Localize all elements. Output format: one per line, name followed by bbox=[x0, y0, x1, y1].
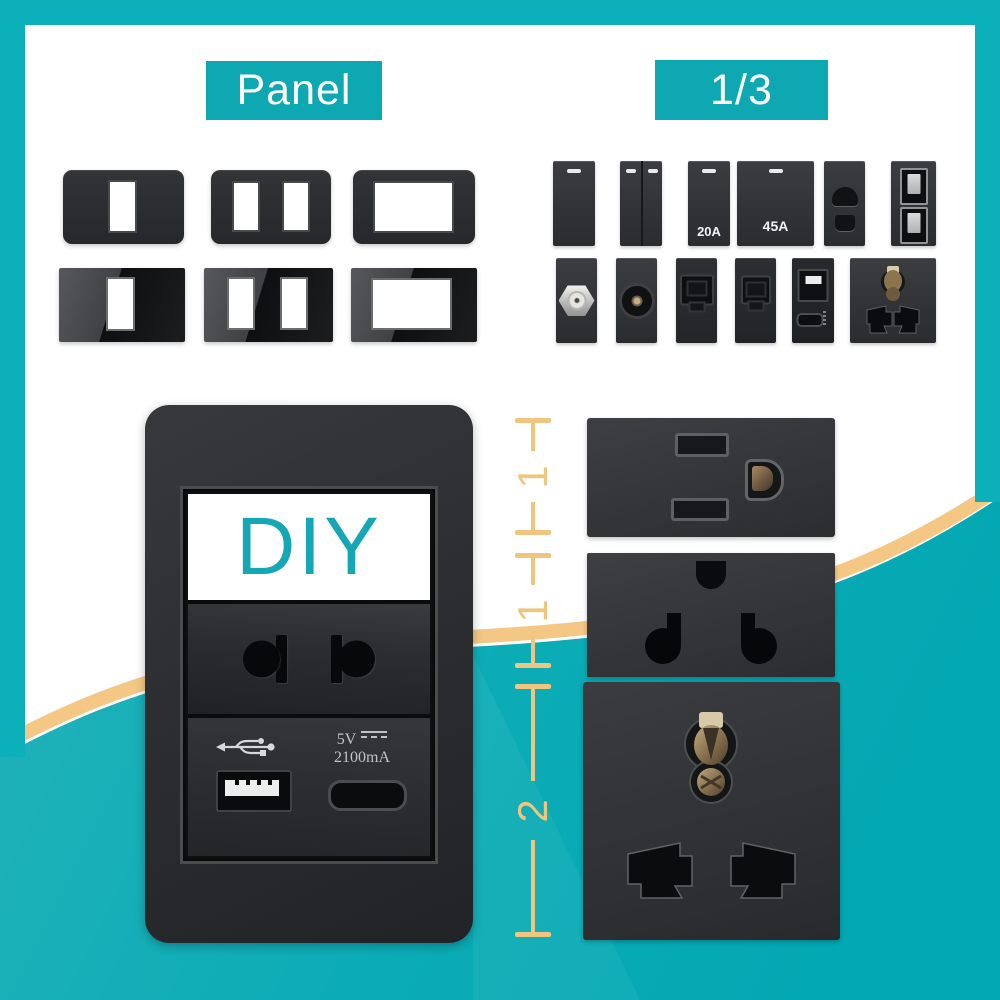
diy-title: DIY bbox=[236, 501, 382, 592]
ruler-line bbox=[531, 502, 535, 530]
usb-c-port bbox=[796, 313, 824, 327]
switch-indicator bbox=[625, 169, 636, 173]
usb-a-port bbox=[797, 269, 829, 302]
panel-opening bbox=[108, 180, 137, 233]
usb-current: 2100mA bbox=[334, 749, 390, 767]
panel-opening bbox=[227, 277, 255, 330]
socket-slot bbox=[675, 433, 729, 457]
ruler-span-1: 1 bbox=[509, 418, 556, 535]
ruler-span-3: 2 bbox=[509, 684, 556, 937]
module-switch-2gang bbox=[620, 161, 662, 246]
switch-indicator bbox=[567, 169, 581, 173]
panel-opening bbox=[106, 277, 135, 331]
panel-1gang-matte bbox=[63, 170, 184, 244]
ruler-tick bbox=[515, 663, 551, 668]
module-socket-us bbox=[587, 418, 835, 537]
socket-pin-hole-right bbox=[329, 635, 375, 683]
usb-spec-text: 5V 2100mA bbox=[316, 731, 408, 768]
ruler-units-label: 1 bbox=[509, 464, 556, 489]
module-coax bbox=[556, 258, 597, 343]
ruler-line bbox=[531, 558, 535, 585]
module-tv-antenna bbox=[616, 258, 657, 343]
modules-section-label: 1/3 bbox=[655, 60, 828, 120]
usb-trident-icon bbox=[216, 738, 275, 756]
socket-ground-hole bbox=[745, 459, 784, 501]
usb-a-port bbox=[899, 168, 928, 205]
ruler-tick bbox=[515, 553, 551, 558]
socket-slot bbox=[671, 498, 729, 521]
module-universal-socket bbox=[850, 258, 936, 343]
ruler-tick bbox=[515, 932, 551, 937]
panel-opening bbox=[371, 278, 452, 330]
panel-section-label-text: Panel bbox=[236, 66, 352, 114]
universal-socket-face bbox=[866, 266, 920, 334]
socket-hole bbox=[834, 215, 855, 231]
ruler-line bbox=[531, 689, 535, 781]
module-switch-1gang bbox=[553, 161, 595, 246]
module-ethernet bbox=[676, 258, 717, 343]
diy-blank-module: DIY bbox=[188, 494, 430, 600]
ruler-line bbox=[531, 636, 535, 663]
module-switch-45a: 45A bbox=[737, 161, 814, 246]
usb-a-port bbox=[216, 770, 292, 812]
switch-half bbox=[641, 161, 662, 246]
tv-connector-icon bbox=[618, 282, 655, 319]
panel-opening bbox=[282, 181, 310, 232]
usb-a-port bbox=[899, 207, 928, 244]
module-divider bbox=[188, 714, 430, 718]
ruler-units-label: 2 bbox=[509, 798, 556, 823]
ruler-tick bbox=[515, 418, 551, 423]
socket-hole bbox=[831, 187, 858, 206]
module-usb-a-c bbox=[792, 258, 834, 343]
modules-section-label-text: 1/3 bbox=[710, 65, 773, 114]
rj45-jack bbox=[679, 274, 714, 306]
switch-indicator bbox=[702, 169, 716, 173]
usb-voltage: 5V bbox=[336, 731, 357, 748]
module-socket-2pin bbox=[824, 161, 865, 246]
module-socket-2pin-universal bbox=[587, 553, 835, 677]
dc-symbol-icon bbox=[361, 731, 388, 742]
module-usb-dual bbox=[891, 161, 936, 246]
module-phone bbox=[735, 258, 776, 343]
panel-opening bbox=[232, 181, 260, 232]
usb-spec-microtext bbox=[823, 311, 827, 327]
panel-opening bbox=[280, 277, 308, 330]
border-left bbox=[0, 0, 25, 757]
coax-connector-icon bbox=[558, 285, 595, 316]
ruler-tick bbox=[515, 530, 551, 535]
panel-2gang-glass bbox=[204, 268, 333, 342]
panel-wide-glass bbox=[351, 268, 477, 342]
amp-rating-label: 20A bbox=[697, 224, 721, 239]
panel-1gang-glass bbox=[59, 268, 185, 342]
amp-rating-label: 45A bbox=[762, 218, 789, 234]
module-divider bbox=[188, 600, 430, 604]
universal-socket-face bbox=[627, 712, 796, 899]
module-socket-universal-2unit bbox=[583, 682, 840, 940]
ruler-units-label: 1 bbox=[509, 598, 556, 623]
diy-demo-plate: DIY bbox=[145, 405, 473, 943]
module-switch-20a: 20A bbox=[688, 161, 730, 246]
panel-opening bbox=[373, 181, 454, 233]
socket-2pin-module bbox=[188, 604, 430, 714]
socket-holes bbox=[645, 561, 777, 664]
ruler-span-2: 1 bbox=[509, 553, 556, 668]
border-right bbox=[975, 0, 1000, 502]
ruler-line bbox=[531, 423, 535, 451]
usb-c-port bbox=[328, 780, 407, 811]
ruler-line bbox=[531, 840, 535, 932]
switch-indicator bbox=[768, 169, 783, 173]
panel-2gang-matte bbox=[211, 170, 331, 244]
switch-half bbox=[620, 161, 641, 246]
plate-recess: DIY bbox=[183, 489, 435, 861]
border-top bbox=[0, 0, 1000, 25]
socket-pin-hole-left bbox=[243, 635, 289, 683]
rj11-jack bbox=[740, 275, 771, 305]
panel-wide-matte bbox=[353, 170, 475, 244]
ruler-tick bbox=[515, 684, 551, 689]
usb-charger-module: 5V 2100mA bbox=[188, 718, 430, 856]
panel-section-label: Panel bbox=[206, 61, 382, 120]
switch-indicator bbox=[647, 169, 658, 173]
